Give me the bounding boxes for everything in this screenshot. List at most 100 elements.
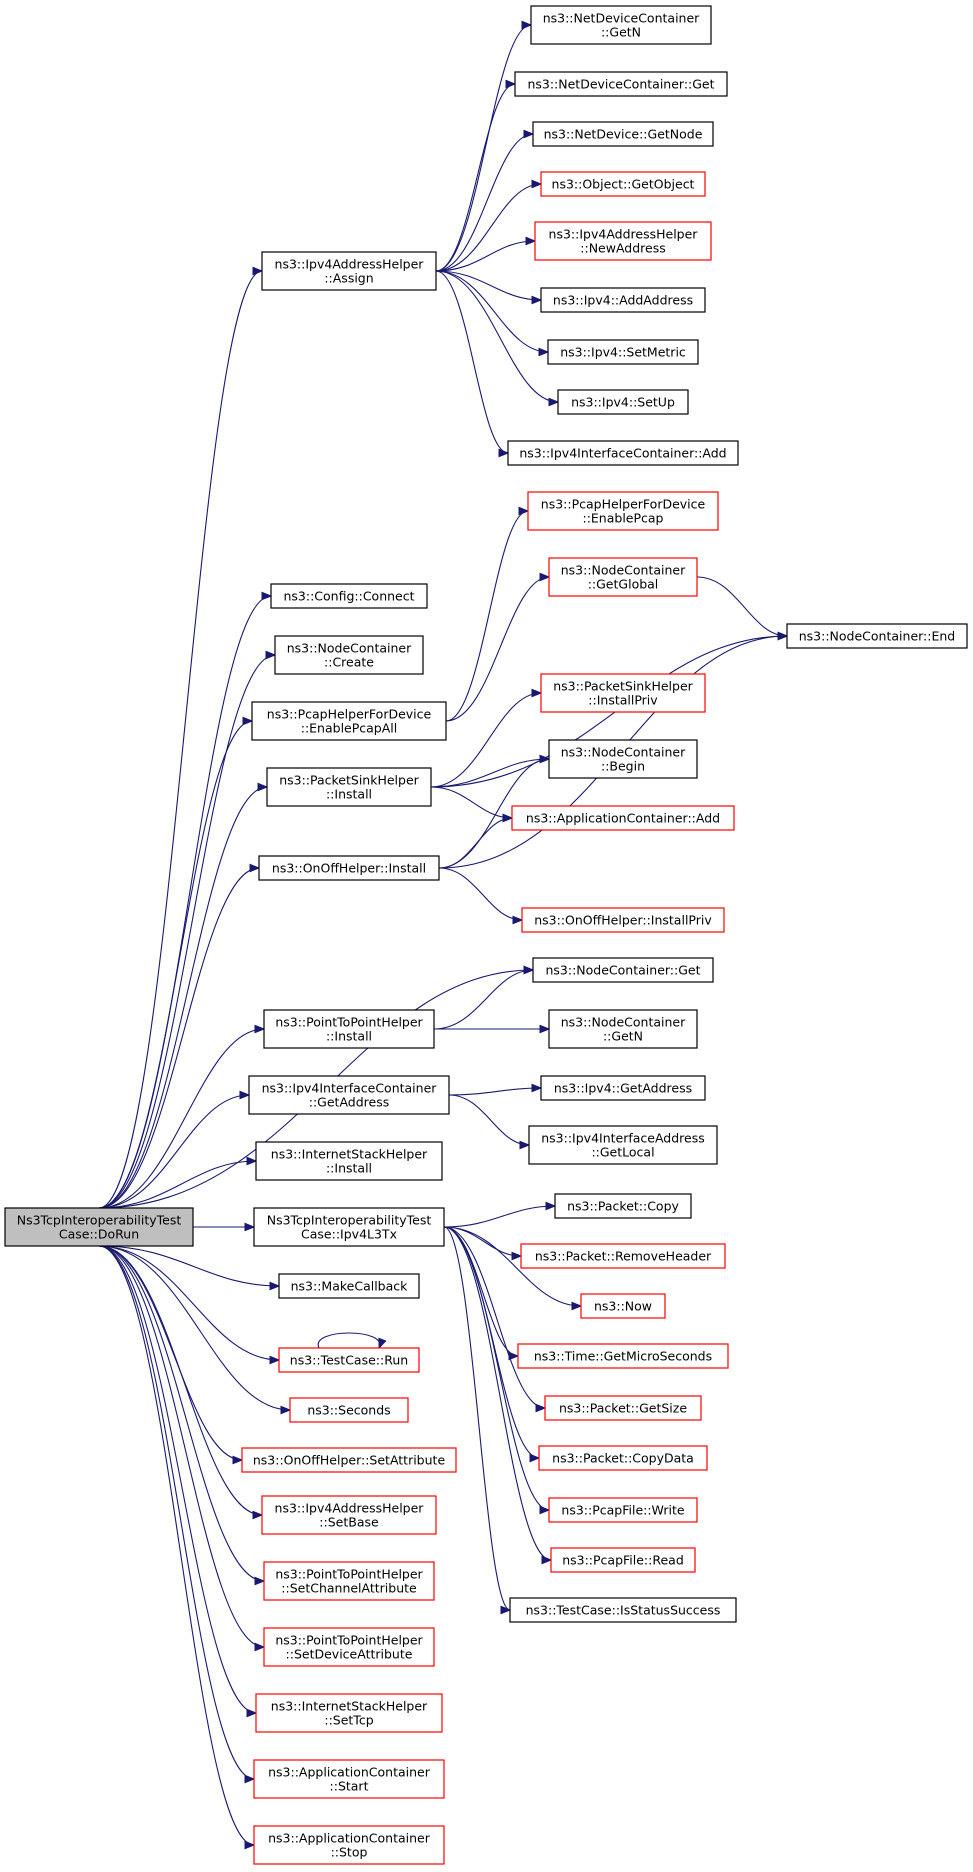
node-ipv4-addaddress[interactable]: ns3::Ipv4::AddAddress bbox=[540, 287, 706, 313]
node-label: ns3::PointToPointHelper bbox=[275, 1567, 423, 1582]
node-packet-copy[interactable]: ns3::Packet::Copy bbox=[554, 1193, 692, 1219]
node-label: ns3::MakeCallback bbox=[291, 1279, 409, 1294]
node-nodecontainer-begin[interactable]: ns3::NodeContainer::Begin bbox=[548, 739, 698, 779]
edge-root-to-ipv4l3tx bbox=[192, 1222, 256, 1232]
node-config-connect[interactable]: ns3::Config::Connect bbox=[270, 583, 428, 609]
node-nodecontainer-end[interactable]: ns3::NodeContainer::End bbox=[786, 623, 968, 649]
node-label: ::Install bbox=[326, 1029, 372, 1044]
node-onoffhelper-install[interactable]: ns3::OnOffHelper::Install bbox=[258, 855, 440, 881]
node-label: ns3::Packet::RemoveHeader bbox=[535, 1249, 712, 1264]
edge-ipv4addrhelper-assign-to-netdevice-getnode bbox=[435, 129, 535, 272]
node-box bbox=[532, 957, 714, 983]
node-label: ns3::PcapFile::Read bbox=[562, 1553, 684, 1568]
node-nodecontainer-create[interactable]: ns3::NodeContainer::Create bbox=[274, 635, 424, 675]
node-netdevice-getnode[interactable]: ns3::NetDevice::GetNode bbox=[532, 121, 714, 147]
node-pcaphelper-enablepcapall[interactable]: ns3::PcapHelperForDevice::EnablePcapAll bbox=[251, 701, 447, 741]
node-onoffhelper-installpriv[interactable]: ns3::OnOffHelper::InstallPriv bbox=[521, 907, 725, 933]
node-p2p-setchannelattribute[interactable]: ns3::PointToPointHelper::SetChannelAttri… bbox=[263, 1561, 435, 1601]
node-pcapfile-read[interactable]: ns3::PcapFile::Read bbox=[550, 1547, 696, 1573]
edge-ipv4addrhelper-assign-to-object-getobject bbox=[435, 179, 543, 272]
edge-onoffhelper-install-to-appcontainer-add bbox=[438, 813, 514, 869]
node-label: ns3::PacketSinkHelper bbox=[553, 679, 693, 694]
node-label: ns3::Now bbox=[594, 1299, 652, 1314]
node-packet-removeheader[interactable]: ns3::Packet::RemoveHeader bbox=[520, 1243, 726, 1269]
node-appcontainer-stop[interactable]: ns3::ApplicationContainer::Stop bbox=[253, 1825, 445, 1865]
node-label: ns3::TestCase::IsStatusSuccess bbox=[526, 1603, 721, 1618]
node-packetsinkhelper-installpriv[interactable]: ns3::PacketSinkHelper::InstallPriv bbox=[540, 673, 706, 713]
node-label: ns3::Config::Connect bbox=[283, 589, 414, 604]
node-appcontainer-add[interactable]: ns3::ApplicationContainer::Add bbox=[511, 805, 735, 831]
node-p2p-setdeviceattribute[interactable]: ns3::PointToPointHelper::SetDeviceAttrib… bbox=[263, 1627, 435, 1667]
node-box bbox=[517, 1343, 729, 1369]
node-ipv4-setup[interactable]: ns3::Ipv4::SetUp bbox=[557, 389, 689, 415]
node-label: ::GetAddress bbox=[309, 1095, 389, 1110]
node-netdevcontainer-get[interactable]: ns3::NetDeviceContainer::Get bbox=[514, 71, 728, 97]
node-p2phelper-install[interactable]: ns3::PointToPointHelper::Install bbox=[263, 1009, 435, 1049]
node-ipv4ifcontainer-getaddress[interactable]: ns3::Ipv4InterfaceContainer::GetAddress bbox=[248, 1075, 450, 1115]
edge-ipv4addrhelper-assign-to-ipv4-setmetric bbox=[435, 270, 550, 357]
node-testcase-run[interactable]: ns3::TestCase::Run bbox=[278, 1347, 420, 1373]
node-box bbox=[532, 121, 714, 147]
node-ipv4-getaddress[interactable]: ns3::Ipv4::GetAddress bbox=[540, 1075, 706, 1101]
node-label: ::Install bbox=[326, 1161, 372, 1176]
node-appcontainer-start[interactable]: ns3::ApplicationContainer::Start bbox=[253, 1759, 445, 1799]
node-netdevcontainer-getn[interactable]: ns3::NetDeviceContainer::GetN bbox=[530, 5, 712, 45]
node-testcase-isstatussuccess[interactable]: ns3::TestCase::IsStatusSuccess bbox=[509, 1597, 737, 1623]
node-nodecontainer-getglobal[interactable]: ns3::NodeContainer::GetGlobal bbox=[548, 557, 698, 597]
node-label: ns3::OnOffHelper::SetAttribute bbox=[253, 1453, 446, 1468]
node-box bbox=[241, 1447, 457, 1473]
node-box bbox=[253, 1207, 445, 1247]
edge-root-to-appcontainer-start bbox=[98, 1245, 256, 1784]
edge-ipv4ifcontainer-getaddress-to-ipv4-getaddress bbox=[448, 1083, 543, 1096]
node-nodecontainer-get[interactable]: ns3::NodeContainer::Get bbox=[532, 957, 714, 983]
node-box bbox=[580, 1293, 666, 1319]
node-box bbox=[261, 251, 437, 291]
node-label: ns3::Ipv4::SetUp bbox=[571, 395, 675, 410]
node-internetstack-install[interactable]: ns3::InternetStackHelper::Install bbox=[255, 1141, 443, 1181]
node-makecallback[interactable]: ns3::MakeCallback bbox=[278, 1273, 420, 1299]
node-box bbox=[544, 1395, 702, 1421]
node-label: ns3::TestCase::Run bbox=[290, 1353, 408, 1368]
node-pcaphelper-enablepcap[interactable]: ns3::PcapHelperForDevice::EnablePcap bbox=[527, 491, 719, 531]
node-pcapfile-write[interactable]: ns3::PcapFile::Write bbox=[548, 1497, 698, 1523]
node-ipv4ifcontainer-add[interactable]: ns3::Ipv4InterfaceContainer::Add bbox=[507, 440, 739, 466]
node-label: ns3::Seconds bbox=[307, 1403, 390, 1418]
node-label: ns3::NodeContainer::Get bbox=[546, 963, 701, 978]
node-ipv4addrhelper-setbase[interactable]: ns3::Ipv4AddressHelper::SetBase bbox=[261, 1495, 437, 1535]
node-box bbox=[540, 1075, 706, 1101]
node-nodecontainer-getn[interactable]: ns3::NodeContainer::GetN bbox=[548, 1009, 698, 1049]
node-label: ns3::NodeContainer bbox=[561, 563, 686, 578]
node-object-getobject[interactable]: ns3::Object::GetObject bbox=[540, 171, 706, 197]
node-box bbox=[554, 1193, 692, 1219]
node-label: ns3::Ipv4AddressHelper bbox=[549, 227, 699, 242]
node-time-getmicroseconds[interactable]: ns3::Time::GetMicroSeconds bbox=[517, 1343, 729, 1369]
node-internetstack-settcp[interactable]: ns3::InternetStackHelper::SetTcp bbox=[255, 1693, 443, 1733]
node-label: ns3::PcapHelperForDevice bbox=[541, 497, 706, 512]
node-label: ::EnablePcapAll bbox=[301, 721, 398, 736]
node-ipv4-setmetric[interactable]: ns3::Ipv4::SetMetric bbox=[547, 339, 699, 365]
node-box bbox=[550, 1547, 696, 1573]
edge-pcaphelper-enablepcapall-to-nodecontainer-getglobal bbox=[445, 572, 551, 722]
node-now[interactable]: ns3::Now bbox=[580, 1293, 666, 1319]
node-seconds[interactable]: ns3::Seconds bbox=[289, 1397, 409, 1423]
node-box bbox=[540, 171, 706, 197]
node-ipv4addrhelper-newaddress[interactable]: ns3::Ipv4AddressHelper::NewAddress bbox=[534, 221, 712, 261]
node-onoff-setattribute[interactable]: ns3::OnOffHelper::SetAttribute bbox=[241, 1447, 457, 1473]
node-label: ns3::Packet::GetSize bbox=[559, 1401, 687, 1416]
edge-ipv4addrhelper-assign-to-netdevcontainer-getn bbox=[435, 20, 533, 272]
node-packet-getsize[interactable]: ns3::Packet::GetSize bbox=[544, 1395, 702, 1421]
node-packetsinkhelper-install[interactable]: ns3::PacketSinkHelper::Install bbox=[266, 767, 432, 807]
node-box bbox=[547, 339, 699, 365]
call-graph-edges bbox=[98, 20, 789, 1850]
node-box bbox=[521, 907, 725, 933]
node-packet-copydata[interactable]: ns3::Packet::CopyData bbox=[538, 1445, 708, 1471]
node-ipv4ifaddress-getlocal[interactable]: ns3::Ipv4InterfaceAddress::GetLocal bbox=[528, 1125, 718, 1165]
node-label: ::NewAddress bbox=[580, 241, 665, 256]
node-label: ::InstallPriv bbox=[588, 693, 658, 708]
node-label: ns3::Object::GetObject bbox=[552, 177, 695, 192]
node-box bbox=[538, 1445, 708, 1471]
node-ipv4addrhelper-assign[interactable]: ns3::Ipv4AddressHelper::Assign bbox=[261, 251, 437, 291]
